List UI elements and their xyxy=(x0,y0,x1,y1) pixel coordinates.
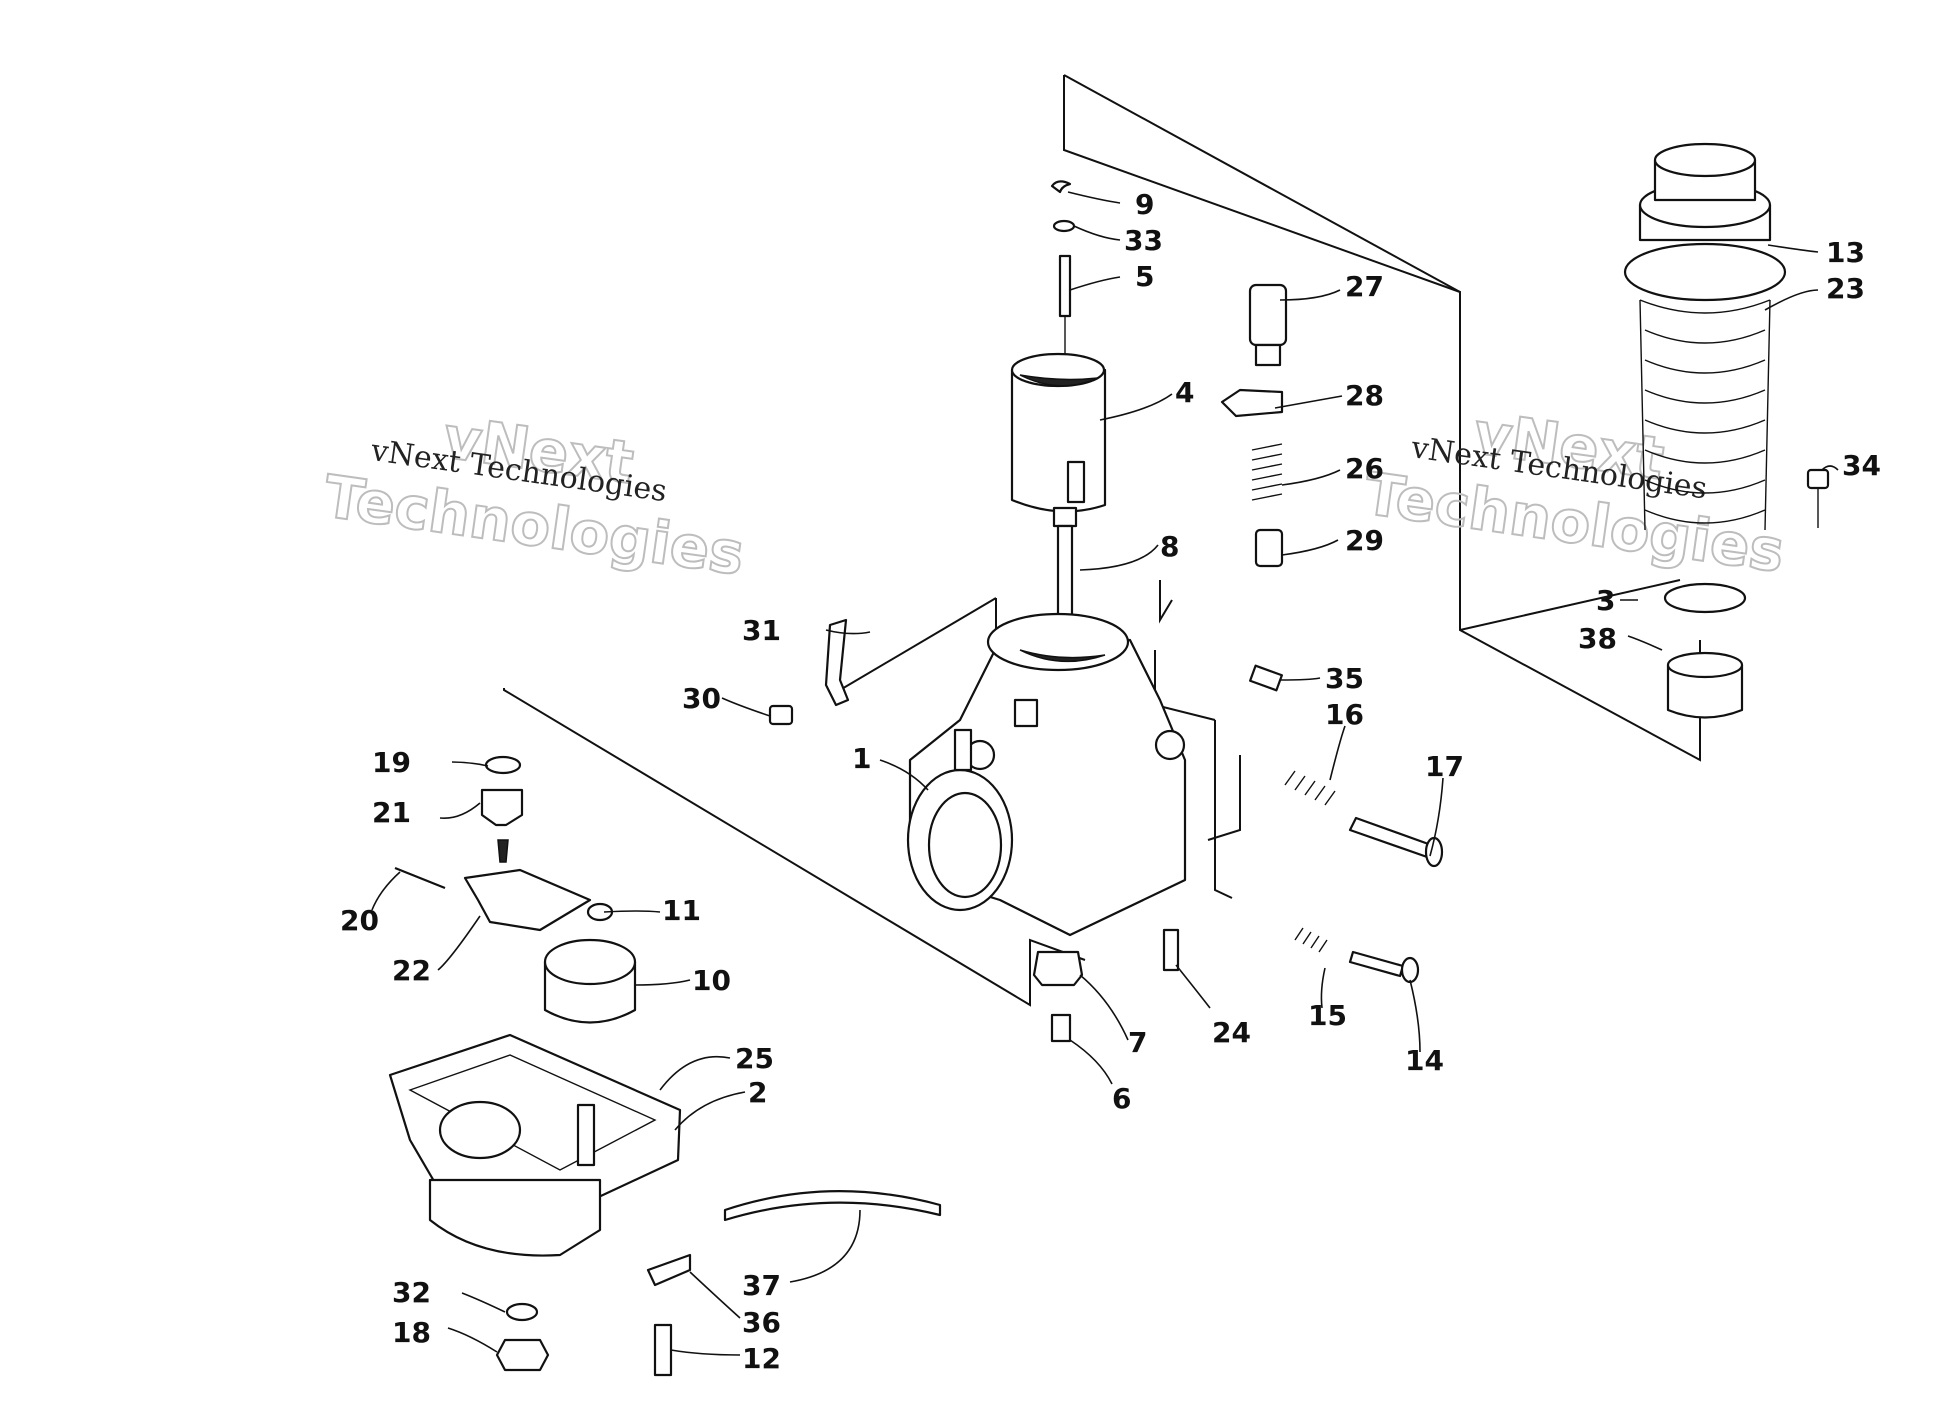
callout-26: 26 xyxy=(1345,452,1384,485)
callout-12: 12 xyxy=(742,1342,781,1375)
callout-15: 15 xyxy=(1308,999,1347,1032)
callout-33: 33 xyxy=(1124,224,1163,257)
callout-17: 17 xyxy=(1425,750,1464,783)
part-carb-body xyxy=(906,612,1187,937)
callout-31: 31 xyxy=(742,614,781,647)
callout-23: 23 xyxy=(1826,272,1865,305)
callout-5: 5 xyxy=(1135,260,1154,293)
callout-38: 38 xyxy=(1578,622,1617,655)
callout-19: 19 xyxy=(372,746,411,779)
part-idle-screw-group xyxy=(1249,664,1444,868)
callout-34: 34 xyxy=(1842,449,1881,482)
callout-35: 35 xyxy=(1325,662,1364,695)
part-jet-group xyxy=(1032,928,1180,1043)
callout-24: 24 xyxy=(1212,1016,1251,1049)
callout-labels: 9 33 5 4 8 27 28 26 29 13 23 34 3 38 31 … xyxy=(340,188,1881,1375)
callout-18: 18 xyxy=(392,1316,431,1349)
part-pilot-group xyxy=(1220,283,1288,568)
leader-lines xyxy=(371,191,1839,1356)
callout-6: 6 xyxy=(1112,1082,1131,1115)
callout-20: 20 xyxy=(340,904,379,937)
part-float-group xyxy=(394,755,637,1024)
part-air-screw-group xyxy=(1294,927,1420,984)
part-throttle-slide xyxy=(1010,352,1107,513)
callout-3: 3 xyxy=(1596,584,1615,617)
callout-4: 4 xyxy=(1175,376,1194,409)
callout-14: 14 xyxy=(1405,1044,1444,1077)
part-top-cap-group xyxy=(1623,142,1830,719)
callout-9: 9 xyxy=(1135,188,1154,221)
part-needle-group xyxy=(1050,180,1076,380)
part-cable-bracket xyxy=(768,618,850,726)
part-bottom-group xyxy=(495,1190,942,1377)
callout-11: 11 xyxy=(662,894,701,927)
callout-22: 22 xyxy=(392,954,431,987)
callout-21: 21 xyxy=(372,796,411,829)
callout-7: 7 xyxy=(1128,1026,1147,1059)
callout-30: 30 xyxy=(682,682,721,715)
callout-2: 2 xyxy=(748,1076,767,1109)
callout-36: 36 xyxy=(742,1306,781,1339)
callout-13: 13 xyxy=(1826,236,1865,269)
callout-27: 27 xyxy=(1345,270,1384,303)
watermark-right: vNext Technologies vNext Technologies xyxy=(1359,398,1789,587)
callout-16: 16 xyxy=(1325,698,1364,731)
callout-29: 29 xyxy=(1345,524,1384,557)
callout-28: 28 xyxy=(1345,379,1384,412)
callout-10: 10 xyxy=(692,964,731,997)
part-float-bowl xyxy=(388,1033,682,1257)
callout-37: 37 xyxy=(742,1269,781,1302)
callout-32: 32 xyxy=(392,1276,431,1309)
callout-1: 1 xyxy=(852,742,871,775)
callout-25: 25 xyxy=(735,1042,774,1075)
callout-8: 8 xyxy=(1160,530,1179,563)
watermark-left: vNext Technologies vNext Technologies xyxy=(319,402,749,589)
